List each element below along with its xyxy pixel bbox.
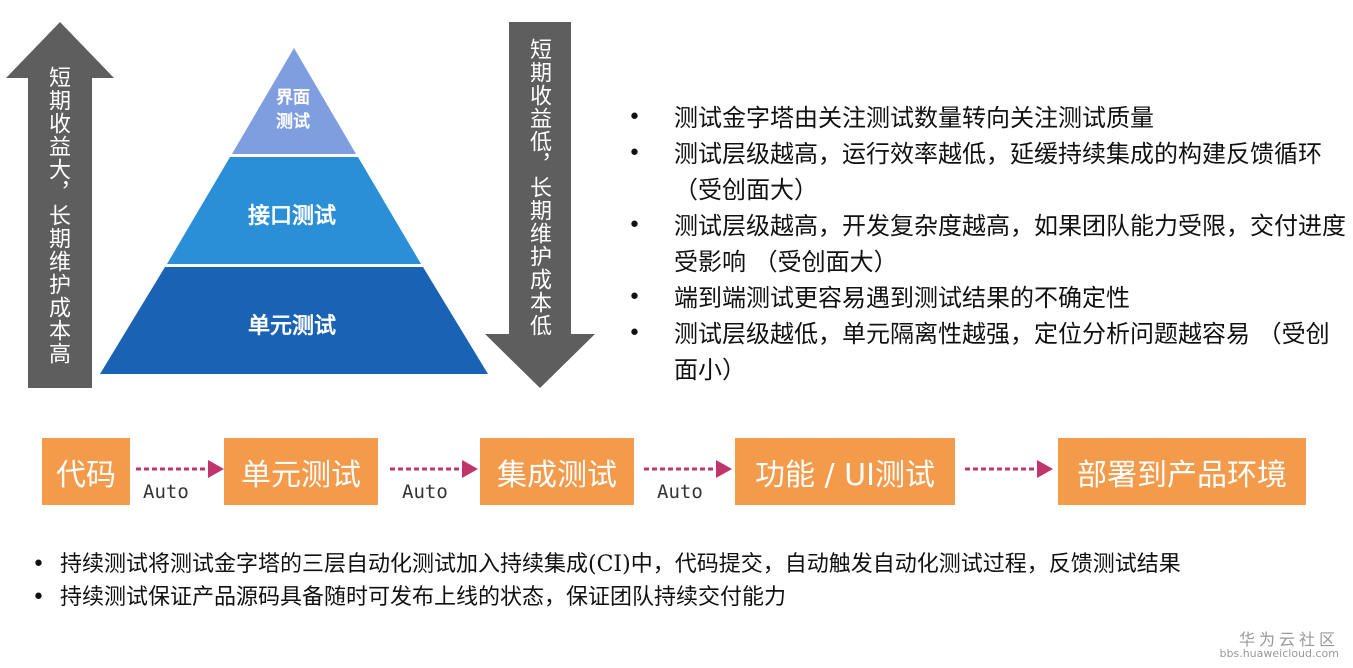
flow-arrow-icon bbox=[136, 460, 224, 478]
up-arrow-icon bbox=[6, 22, 114, 388]
right-arrow-text: 短期收益低，长期维护成本低 bbox=[526, 38, 551, 337]
pyramid-top-label: 界面 测试 bbox=[276, 88, 310, 132]
list-item: 测试层级越高，开发复杂度越高，如果团队能力受限，交付进度受影响 （受创面大） bbox=[628, 208, 1348, 280]
continuous-testing-notes: 持续测试将测试金字塔的三层自动化测试加入持续集成(CI)中，代码提交，自动触发自… bbox=[32, 550, 1342, 612]
left-arrow-text: 短期收益大，长期维护成本高 bbox=[45, 66, 70, 365]
list-item: 端到端测试更容易遇到测试结果的不确定性 bbox=[628, 280, 1348, 316]
list-item: 测试层级越高，运行效率越低，延缓持续集成的构建反馈循环 （受创面大） bbox=[628, 136, 1348, 208]
auto-label: Auto bbox=[402, 481, 448, 503]
flow-step-integration-test: 集成测试 bbox=[480, 438, 634, 505]
flow-arrow-icon bbox=[644, 460, 732, 478]
watermark-name: 华为云社区 bbox=[1238, 630, 1339, 649]
up-arrow-shape bbox=[6, 22, 114, 388]
pyramid-notes-list: 测试金字塔由关注测试数量转向关注测试质量 测试层级越高，运行效率越低，延缓持续集… bbox=[628, 100, 1348, 388]
flow-arrow-icon bbox=[965, 460, 1053, 478]
test-pyramid bbox=[100, 48, 488, 374]
watermark-url: bbs.huaweicloud.com bbox=[1219, 647, 1339, 660]
flow-step-functional-ui-test: 功能 / UI测试 bbox=[735, 438, 955, 505]
auto-label: Auto bbox=[143, 481, 189, 503]
pyramid-middle-label: 接口测试 bbox=[247, 204, 336, 229]
pyramid-middle-layer bbox=[167, 157, 421, 264]
list-item: 测试金字塔由关注测试数量转向关注测试质量 bbox=[628, 100, 1348, 136]
pyramid-top-layer bbox=[232, 48, 356, 154]
flow-step-code: 代码 bbox=[42, 438, 130, 505]
down-arrow-shape bbox=[485, 22, 595, 388]
pyramid-bottom-layer bbox=[100, 267, 488, 374]
auto-label: Auto bbox=[657, 481, 703, 503]
list-item: 持续测试将测试金字塔的三层自动化测试加入持续集成(CI)中，代码提交，自动触发自… bbox=[32, 550, 1342, 579]
down-arrow-icon bbox=[485, 22, 595, 388]
flow-step-deploy: 部署到产品环境 bbox=[1058, 438, 1306, 505]
flow-arrow-icon bbox=[390, 460, 478, 478]
flow-step-unit-test: 单元测试 bbox=[224, 438, 378, 505]
list-item: 测试层级越低，单元隔离性越强，定位分析问题越容易 （受创面小） bbox=[628, 316, 1348, 388]
pyramid-bottom-label: 单元测试 bbox=[247, 314, 336, 339]
list-item: 持续测试保证产品源码具备随时可发布上线的状态，保证团队持续交付能力 bbox=[32, 583, 1342, 612]
